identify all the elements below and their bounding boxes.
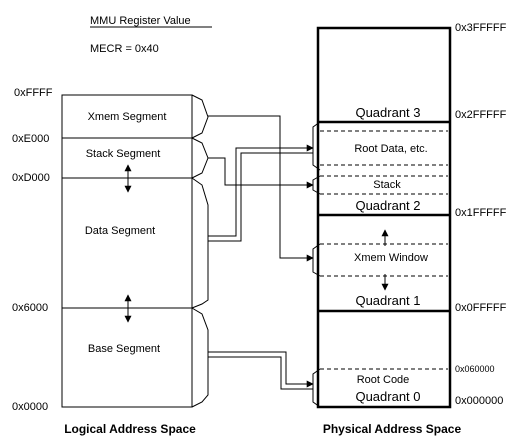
logical-address-d000: 0xD000 [12,172,50,184]
base-to-root-code-connector-1 [208,351,314,388]
base-to-root-code-connector-2 [208,356,313,390]
xmem-segment-edge [191,94,209,139]
stack-to-stack-connector [208,157,314,189]
physical-address-000000: 0x000000 [455,395,503,407]
quadrant-3-label: Quadrant 3 [355,105,420,120]
xmem-to-xmem-window-connector [208,115,314,262]
physical-address-1fffff: 0x1FFFFF [455,207,507,219]
logical-space-caption: Logical Address Space [64,422,196,436]
data-to-root-data-connector-1 [208,144,314,237]
physical-address-060000: 0x060000 [455,364,495,374]
logical-address-ffff: 0xFFFF [14,87,53,99]
physical-address-space: Quadrant 3 Quadrant 2 Quadrant 1 Quadran… [312,22,507,436]
base-segment-edge [191,307,209,408]
physical-space-box [316,26,452,409]
mmu-register-heading: MMU Register Value [90,15,191,27]
data-to-root-data-connector-2 [208,152,313,242]
logical-address-e000: 0xE000 [12,133,49,145]
physical-address-2fffff: 0x2FFFFF [455,109,507,121]
root-data-region-label: Root Data, etc. [354,143,427,155]
xmem-window-region-label: Xmem Window [354,252,428,264]
xmem-segment-label: Xmem Segment [88,111,167,123]
logical-address-6000: 0x6000 [12,302,48,314]
stack-segment-label: Stack Segment [86,148,161,160]
quadrant-2-label: Quadrant 2 [355,198,420,213]
root-code-notch [312,368,321,408]
logical-address-space: Xmem Segment Stack Segment Data Segment … [12,87,209,436]
data-segment-label: Data Segment [85,225,155,237]
quadrant-0-label: Quadrant 0 [355,389,420,404]
physical-address-0fffff: 0x0FFFFF [455,302,507,314]
stack-region-label: Stack [373,179,401,191]
root-code-region-label: Root Code [357,374,410,386]
segment-mapping-connectors [208,115,314,390]
base-segment-label: Base Segment [88,343,160,355]
mecr-value: MECR = 0x40 [90,43,159,55]
data-segment-edge [191,177,209,309]
physical-address-3fffff: 0x3FFFFF [455,22,507,34]
stack-segment-edge [191,137,209,179]
quadrant-1-label: Quadrant 1 [355,293,420,308]
logical-space-box [61,94,193,408]
logical-address-0000: 0x0000 [12,401,48,413]
physical-space-caption: Physical Address Space [323,422,462,436]
